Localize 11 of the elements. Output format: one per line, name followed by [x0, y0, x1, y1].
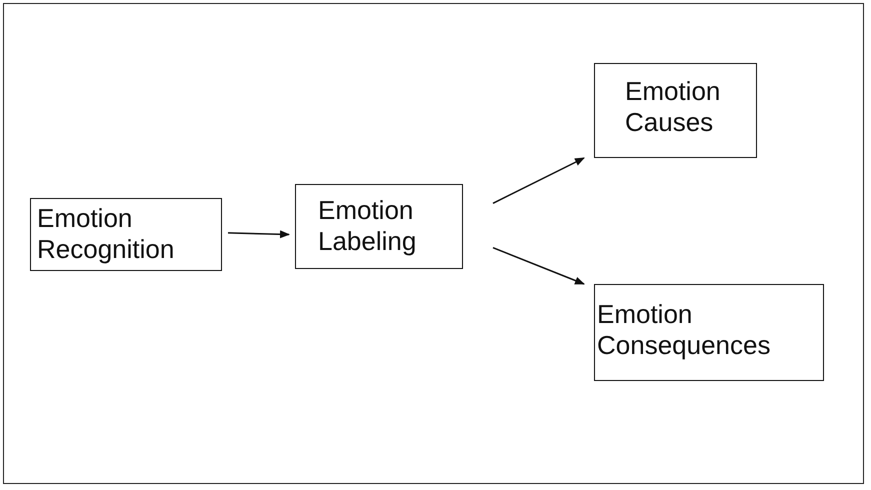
- arrow: [228, 230, 290, 238]
- box-label: Emotion Labeling: [318, 195, 418, 257]
- process-box: [594, 284, 824, 381]
- arrow: [492, 247, 585, 285]
- box-label: Emotion Consequences: [597, 299, 772, 361]
- box-label: Emotion Causes: [625, 76, 722, 138]
- arrow: [492, 157, 585, 204]
- process-box: [30, 198, 222, 271]
- box-label: Emotion Recognition: [37, 203, 176, 265]
- process-box: [594, 63, 757, 158]
- process-box: [295, 184, 463, 269]
